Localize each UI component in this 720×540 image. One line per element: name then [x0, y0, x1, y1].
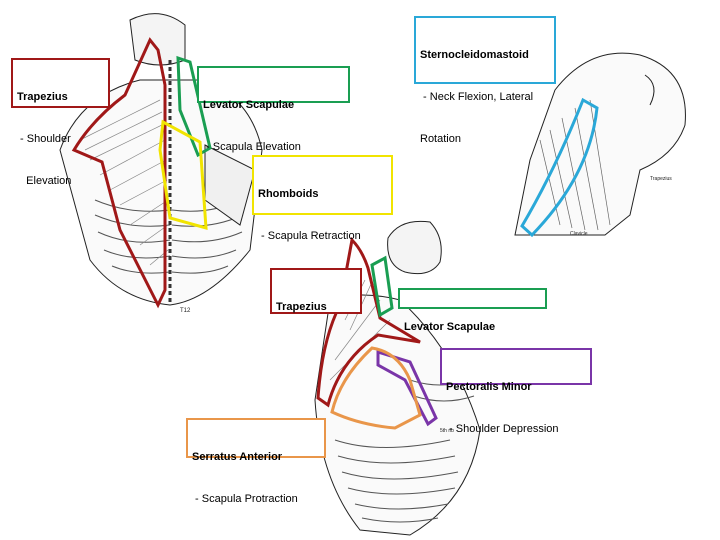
pectoralis-minor-label: Pectoralis Minor - Shoulder Depression — [440, 348, 592, 435]
trapezius-back-label: Trapezius - Shoulder Elevation — [11, 58, 110, 187]
serratus-anterior-label: Serratus Anterior - Scapula Protraction — [186, 418, 326, 505]
sternocleidomastoid-outline — [520, 97, 599, 238]
trapezius-outline-side — [316, 236, 421, 408]
pectoralis-minor-sub: - Shoulder Depression — [446, 423, 559, 435]
serratus-anterior-title: Serratus Anterior — [192, 451, 283, 463]
neck-label-clavicle: Clavicle — [570, 231, 588, 237]
levator-scapulae-outline-back — [176, 55, 212, 158]
rhomboids-title: Rhomboids — [258, 188, 319, 200]
sternocleidomastoid-title: Sternocleidomastoid — [420, 49, 529, 61]
sternocleidomastoid-sub1: - Neck Flexion, Lateral — [420, 91, 534, 103]
neck-lateral-illustration: Trapezius Clavicle — [514, 52, 686, 237]
trapezius-back-sub2: Elevation — [17, 175, 72, 187]
trapezius-side-title: Trapezius — [276, 301, 327, 313]
levator-scapulae-back-label: Levator Scapulae - Scapula Elevation — [197, 66, 350, 153]
pectoralis-minor-title: Pectoralis Minor — [446, 381, 532, 393]
sternocleidomastoid-label: Sternocleidomastoid - Neck Flexion, Late… — [414, 16, 556, 145]
trapezius-back-title: Trapezius — [17, 91, 68, 103]
trapezius-outline-back — [71, 37, 167, 309]
rhomboids-label: Rhomboids - Scapula Retraction — [252, 155, 393, 242]
serratus-anterior-outline — [330, 346, 422, 430]
rhomboids-outline — [158, 119, 208, 231]
sternocleidomastoid-sub2: Rotation — [420, 133, 461, 145]
vertebra-label: T12 — [180, 308, 191, 314]
rib-label: 5th rib — [440, 428, 454, 434]
rhomboids-sub: - Scapula Retraction — [258, 230, 361, 242]
levator-side-title: Levator Scapulae — [404, 321, 496, 333]
levator-back-sub: - Scapula Elevation — [203, 141, 301, 153]
trapezius-back-sub1: - Shoulder — [17, 133, 71, 145]
posterior-view-illustration: T12 — [59, 13, 263, 314]
trapezius-side-label: Trapezius — [270, 268, 362, 314]
neck-label-trapezius: Trapezius — [650, 176, 672, 182]
levator-scapulae-side-label: Levator Scapulae — [398, 288, 547, 333]
levator-scapulae-outline-side — [370, 255, 394, 318]
pectoralis-minor-outline — [376, 349, 438, 427]
serratus-anterior-sub: - Scapula Protraction — [192, 493, 298, 505]
levator-back-title: Levator Scapulae — [203, 99, 295, 111]
